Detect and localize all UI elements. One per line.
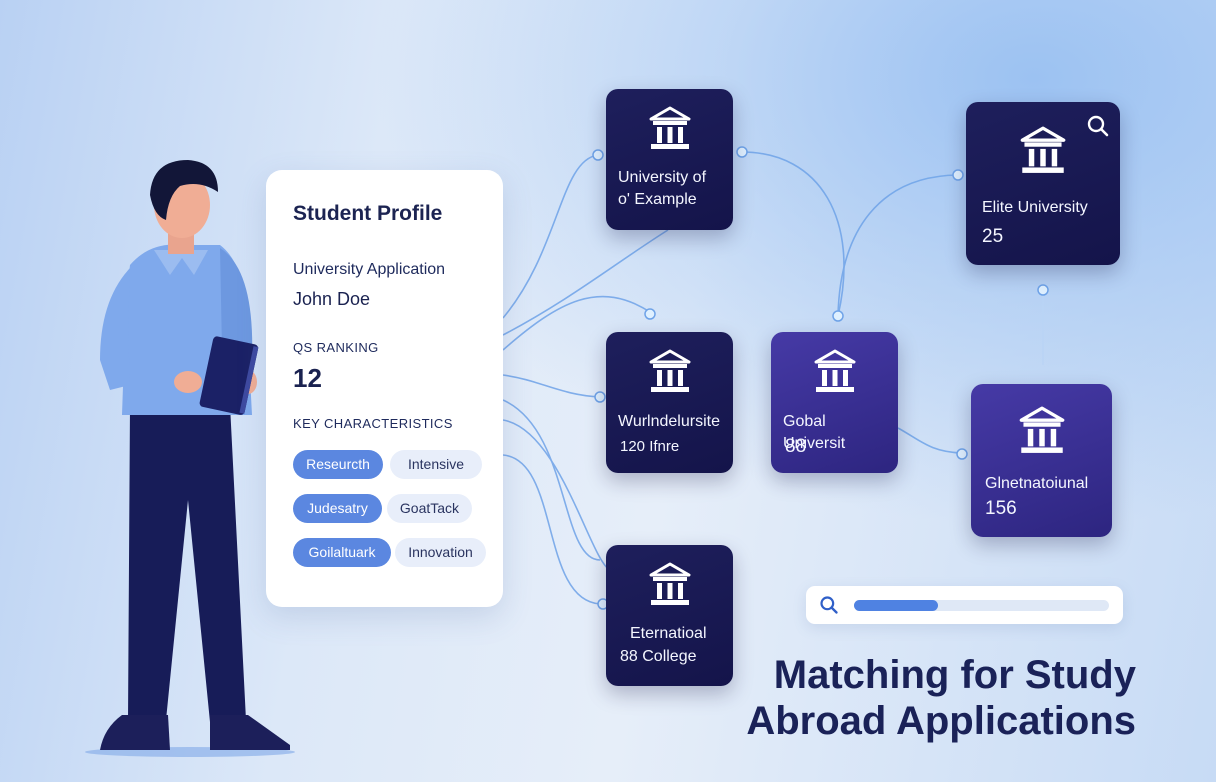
chip-intensive[interactable]: Intensive [390,450,482,479]
university-rank: 88 College [620,648,697,665]
university-name: Elite University [982,199,1088,216]
card-title: Student Profile [293,202,443,225]
student-illustration [85,160,295,757]
chip-industry[interactable]: Judesatry [293,494,382,523]
headline: Matching for Study Abroad Applications [746,652,1136,744]
university-building-icon [814,349,855,392]
ranking-label: QS RANKING [293,340,379,355]
university-building-icon [649,106,690,149]
university-name: Wurlndelursite [618,413,720,430]
university-building-icon [649,349,690,392]
student-name: John Doe [293,289,371,309]
chip-research[interactable]: Reseurcth [293,450,383,479]
headline-line-1: Matching for Study [773,653,1136,697]
progress-track [854,600,1109,611]
university-name: Gobal Universit [783,413,846,452]
university-building-icon [649,562,690,605]
search-progress-bar[interactable] [806,586,1123,624]
chip-global-network[interactable]: Goilaltuark [293,538,391,567]
university-node-3[interactable]: Wurlndelursite 120 Ifnre [606,332,733,473]
headline-line-2: Abroad Applications [746,699,1136,743]
card-subtitle: University Application [293,261,446,278]
chip-innovation[interactable]: Innovation [395,538,486,567]
search-icon[interactable] [1086,114,1110,138]
university-node-1[interactable]: University of o' Example [606,89,733,230]
university-rank: 120 Ifnre [620,438,680,455]
university-node-5[interactable]: Glnetnatoiunal 156 [971,384,1112,537]
university-name: Eternatioal [630,625,707,642]
university-name: University of o' Example [618,169,707,208]
chip-goattack[interactable]: GoatTack [387,494,472,523]
university-building-icon [1019,406,1064,453]
progress-fill [854,600,939,611]
university-node-2[interactable]: Elite University 25 [966,102,1120,265]
search-icon [820,596,838,614]
university-node-6[interactable]: Eternatioal 88 College [606,545,733,686]
characteristics-label: KEY CHARACTERISTICS [293,416,453,431]
university-node-4[interactable]: Gobal Universit 88 [771,332,898,473]
university-name: Glnetnatoiunal [985,475,1089,492]
student-profile-card: Student Profile University Application J… [266,170,503,607]
university-rank: 88 [785,436,807,457]
university-rank: 156 [985,498,1017,519]
university-rank: 25 [982,226,1004,247]
university-building-icon [1020,126,1066,173]
ranking-value: 12 [293,363,322,393]
